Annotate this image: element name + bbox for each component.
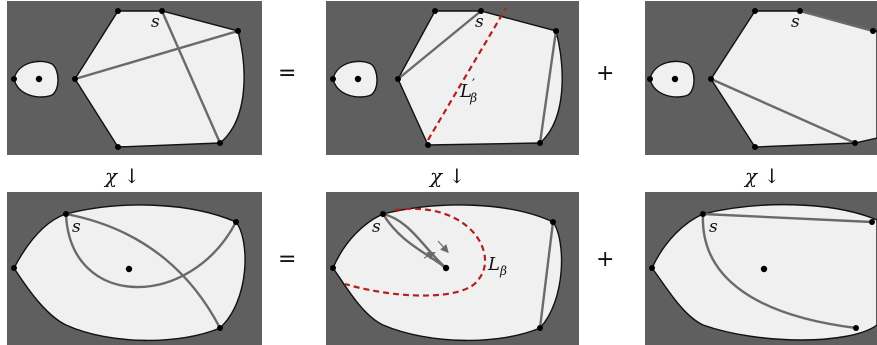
monogon-marked-point [647,76,653,82]
map-chi-middle: χ ↓ [428,164,465,188]
red-dashed-curve [427,7,507,141]
arc [74,29,239,81]
marked-point [217,325,223,331]
panel-bottom-right: s [645,192,877,345]
panel-top-middle: s L′β [326,1,579,155]
monogon-puncture [35,75,43,83]
equals-sign-top: = [278,61,296,86]
panel-bottom-left: s [7,192,262,345]
arc [381,213,447,269]
arrow-icon [437,240,449,254]
marked-point [708,76,714,82]
marked-point [537,140,543,146]
map-chi-right: χ ↓ [743,164,780,188]
marked-point [478,8,484,14]
marked-point [395,76,401,82]
arc [701,213,857,330]
label-L-beta: Lβ [487,254,507,278]
monogon-puncture [354,75,362,83]
marked-point [869,219,875,225]
marked-point [752,144,758,150]
marked-point [852,140,858,146]
arrow-icon [423,252,436,260]
panel-top-right: s [645,1,877,155]
marked-point [425,142,431,148]
marked-point [330,265,336,271]
panel-bottom-middle: s Lβ [326,192,579,345]
arc [799,9,874,33]
marked-point [553,28,559,34]
label-s: s [372,217,381,237]
marked-point [72,76,78,82]
marked-point [752,8,758,14]
marked-point [870,28,876,34]
marked-point [235,28,241,34]
plus-sign-top: + [596,61,614,86]
marked-point [550,219,556,225]
marked-point [233,219,239,225]
marked-point [537,325,543,331]
marked-point [380,211,386,217]
disk-surface [651,203,877,341]
label-L-beta-prime: L′β [459,77,477,105]
arc [702,212,873,224]
arc [538,221,555,329]
marked-point [797,8,803,14]
marked-point [115,144,121,150]
marked-point [159,8,165,14]
marked-point [432,8,438,14]
arc [397,10,482,80]
marked-point [853,325,859,331]
marked-point [700,211,706,217]
puncture [442,264,450,272]
arc [64,213,238,289]
arc [710,77,856,145]
monogon-marked-point [11,76,17,82]
label-s: s [791,12,800,32]
marked-point [63,211,69,217]
marked-point [115,8,121,14]
arc [160,10,222,144]
label-s: s [475,12,484,32]
label-s: s [72,217,81,237]
equals-sign-bottom: = [278,247,296,272]
panel-top-left: s [7,1,262,155]
monogon-marked-point [330,76,336,82]
map-chi-left: χ ↓ [103,164,140,188]
marked-point [649,265,655,271]
monogon-puncture [671,75,679,83]
arc [538,30,558,144]
puncture [125,265,133,273]
marked-point [217,140,223,146]
label-s: s [151,12,160,32]
marked-point [11,265,17,271]
red-dashed-curve [344,207,487,297]
label-s: s [709,217,718,237]
plus-sign-bottom: + [596,247,614,272]
arc [65,212,222,329]
puncture [760,265,768,273]
